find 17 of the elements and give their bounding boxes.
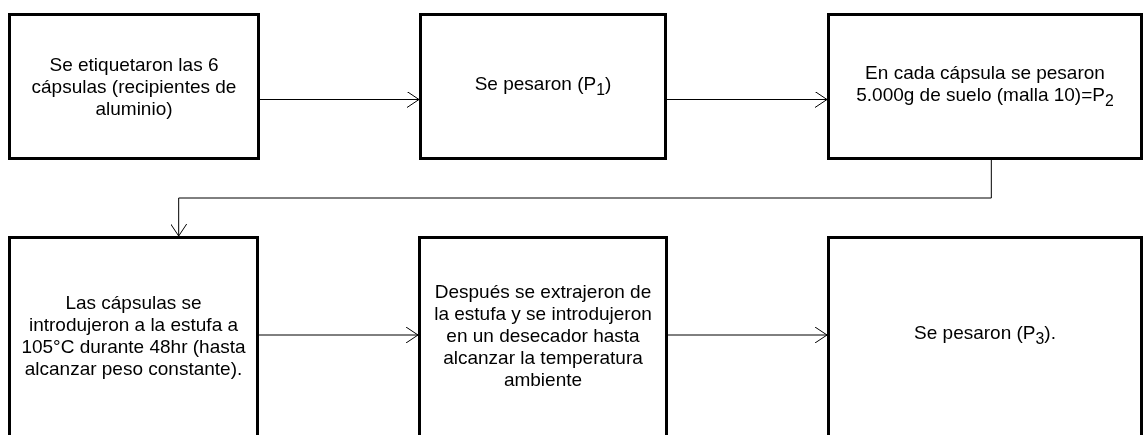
process-box — [419, 13, 667, 160]
arrow — [666, 91, 828, 108]
step-text: Después se extrajeron de la estufa y se introdujeron en un desecador hasta alcanzar la temperatura ambiente — [433, 280, 653, 391]
process-box — [418, 236, 668, 435]
arrow — [667, 326, 828, 344]
process-box — [827, 13, 1143, 160]
step-text: Se pesaron (P$_{1}$) — [474, 72, 612, 100]
arrow — [170, 159, 992, 237]
process-box — [827, 236, 1143, 435]
step-text: En cada cápsula se pesaron 5.000g de suelo (malla 10)=P$_{2}$ — [855, 61, 1115, 111]
step-text: Las cápsulas se introdujeron a la estufa a 105°C durante 48hr (hasta alcanzar peso constante). — [20, 291, 247, 380]
step-text: Se pesaron (P$_{3}$). — [914, 321, 1056, 349]
arrow — [259, 91, 420, 108]
process-box — [8, 236, 259, 435]
step-text: Se etiquetaron las 6 cápsulas (recipientes de aluminio) — [30, 53, 238, 120]
process-box — [8, 13, 260, 160]
arrow — [258, 326, 419, 344]
